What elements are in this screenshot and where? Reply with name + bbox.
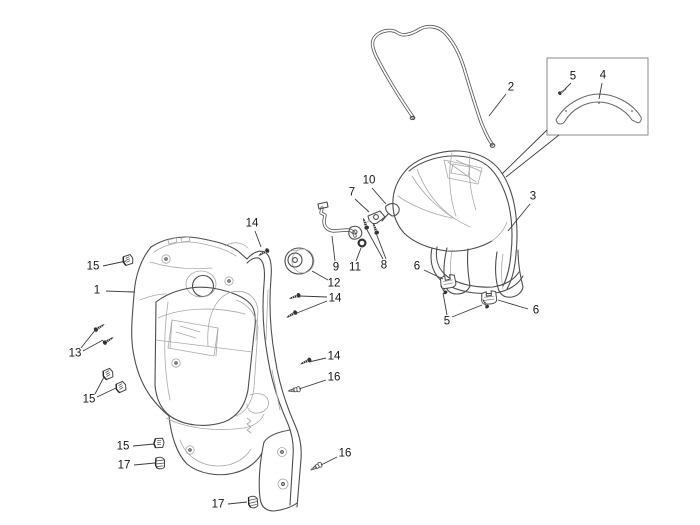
leader-line — [298, 379, 327, 390]
leader-line — [371, 187, 387, 205]
leader-line — [505, 134, 560, 178]
part-callout-1: 1 — [93, 284, 101, 297]
part-callout-5: 5 — [443, 315, 451, 328]
leader-line — [320, 456, 338, 466]
trim-plate-part-4 — [555, 93, 642, 125]
part-callout-17: 17 — [117, 459, 131, 472]
lock-barrel-part-12 — [284, 247, 315, 275]
windshield-trim-part-2 — [370, 24, 496, 148]
leader-line — [298, 295, 328, 298]
leader-line — [308, 357, 327, 363]
leader-line — [423, 269, 444, 280]
inset-detail-box — [546, 57, 649, 136]
part-callout-4: 4 — [599, 69, 607, 82]
grommet-part-11 — [357, 238, 367, 248]
part-callout-12: 12 — [327, 277, 341, 290]
leader-line — [94, 376, 105, 395]
part-callout-3: 3 — [529, 190, 537, 203]
part-callout-2: 2 — [507, 81, 515, 94]
part-callout-14: 14 — [328, 292, 342, 305]
leader-line — [132, 443, 155, 447]
leader-line — [133, 462, 156, 466]
part-callout-13: 13 — [68, 347, 82, 360]
latch-hook-part-10 — [381, 203, 400, 222]
part-callout-10: 10 — [362, 174, 376, 187]
leader-line — [598, 82, 603, 100]
part-callout-15: 15 — [116, 440, 130, 453]
leader-line — [564, 82, 572, 90]
leader-line — [105, 290, 135, 293]
leader-line — [497, 299, 529, 310]
part-callout-6: 6 — [413, 260, 421, 273]
leader-line — [354, 198, 370, 213]
leader-line — [451, 304, 483, 318]
part-callout-6: 6 — [532, 304, 540, 317]
part-callout-5: 5 — [569, 70, 577, 83]
part-callout-9: 9 — [332, 261, 340, 274]
inner-shield-panel-part-3 — [392, 150, 524, 298]
leader-line — [355, 247, 362, 262]
part-callout-15: 15 — [86, 260, 100, 273]
part-callout-16: 16 — [338, 447, 352, 460]
leader-line — [102, 260, 127, 267]
part-callout-15: 15 — [82, 393, 96, 406]
leader-line — [375, 232, 387, 260]
leader-line — [488, 93, 507, 117]
part-callout-7: 7 — [348, 186, 356, 199]
leader-line — [227, 501, 248, 505]
part-callout-8: 8 — [380, 259, 388, 272]
part-callout-14: 14 — [245, 217, 259, 230]
part-callout-14: 14 — [327, 350, 341, 363]
leader-line — [96, 387, 117, 398]
leader-line — [442, 292, 448, 316]
part-callout-17: 17 — [211, 498, 225, 511]
leader-line — [501, 129, 548, 175]
leader-line — [254, 230, 262, 248]
leader-line — [80, 328, 97, 349]
leader-line — [331, 235, 336, 262]
leader-line — [365, 227, 384, 260]
leader-line — [296, 300, 328, 314]
leader-line — [82, 339, 104, 352]
leader-line — [311, 270, 329, 281]
opening-lever-part-9 — [317, 201, 363, 240]
part-callout-16: 16 — [327, 371, 341, 384]
part-callout-11: 11 — [349, 261, 361, 274]
leader-line — [507, 203, 531, 232]
